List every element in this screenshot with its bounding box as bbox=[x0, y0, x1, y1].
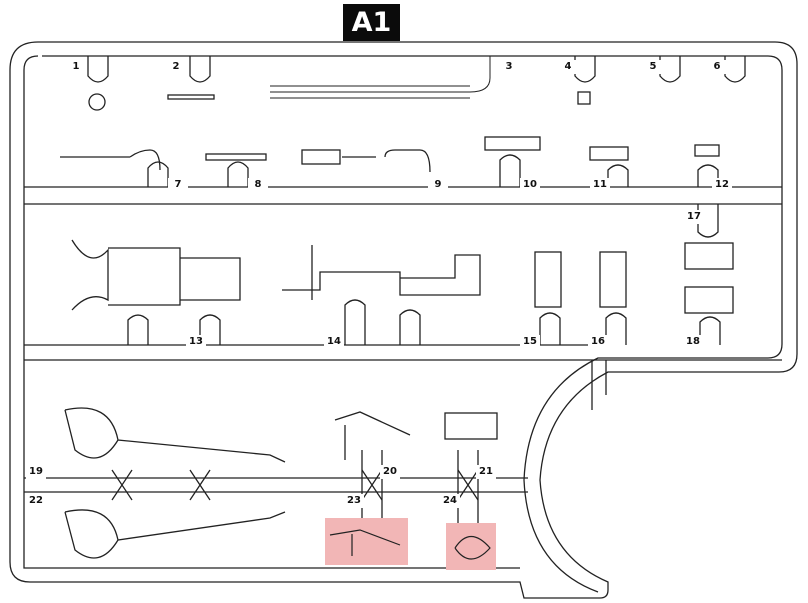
part-9-block bbox=[301, 149, 341, 165]
part-label-10: 10 bbox=[520, 178, 540, 192]
part-label-13: 13 bbox=[186, 335, 206, 349]
part-3-spring bbox=[270, 56, 491, 99]
part-15 bbox=[534, 251, 562, 308]
part-label-16: 16 bbox=[588, 335, 608, 349]
part-13-cradle bbox=[71, 239, 241, 311]
part-1-disc bbox=[88, 93, 106, 111]
part-4 bbox=[577, 91, 591, 105]
highlight-part-24 bbox=[446, 523, 496, 570]
part-label-3: 3 bbox=[499, 60, 519, 74]
part-label-1: 1 bbox=[66, 60, 86, 74]
highlight-part-23 bbox=[325, 518, 408, 565]
part-label-7: 7 bbox=[168, 178, 188, 192]
part-22-trail bbox=[64, 509, 286, 559]
part-label-8: 8 bbox=[248, 178, 268, 192]
sprue-inner-frame bbox=[42, 55, 783, 593]
sprue-label-a1: A1 bbox=[343, 4, 400, 41]
part-label-15: 15 bbox=[520, 335, 540, 349]
part-8-bar bbox=[205, 153, 267, 161]
part-18 bbox=[684, 286, 734, 314]
part-21 bbox=[444, 412, 498, 440]
part-label-6: 6 bbox=[707, 60, 727, 74]
part-label-20: 20 bbox=[380, 465, 400, 479]
part-label-21: 21 bbox=[476, 465, 496, 479]
part-11 bbox=[589, 146, 629, 161]
part-label-11: 11 bbox=[590, 178, 610, 192]
part-14-gun bbox=[282, 245, 481, 300]
part-12 bbox=[694, 144, 720, 157]
part-label-4: 4 bbox=[558, 60, 578, 74]
part-label-22: 22 bbox=[26, 494, 46, 508]
part-label-14: 14 bbox=[324, 335, 344, 349]
part-label-19: 19 bbox=[26, 465, 46, 479]
part-2-rod bbox=[167, 94, 215, 100]
part-label-2: 2 bbox=[166, 60, 186, 74]
part-label-5: 5 bbox=[643, 60, 663, 74]
part-label-18: 18 bbox=[683, 335, 703, 349]
part-17 bbox=[684, 242, 734, 270]
part-10 bbox=[484, 136, 541, 151]
part-19-trail bbox=[64, 407, 286, 463]
part-20 bbox=[334, 411, 411, 460]
part-label-23: 23 bbox=[344, 494, 364, 508]
part-16 bbox=[599, 251, 627, 308]
part-label-17: 17 bbox=[684, 210, 704, 224]
part-label-9: 9 bbox=[428, 178, 448, 192]
part-label-12: 12 bbox=[712, 178, 732, 192]
part-label-24: 24 bbox=[440, 494, 460, 508]
sprue-outer-frame bbox=[9, 41, 798, 599]
